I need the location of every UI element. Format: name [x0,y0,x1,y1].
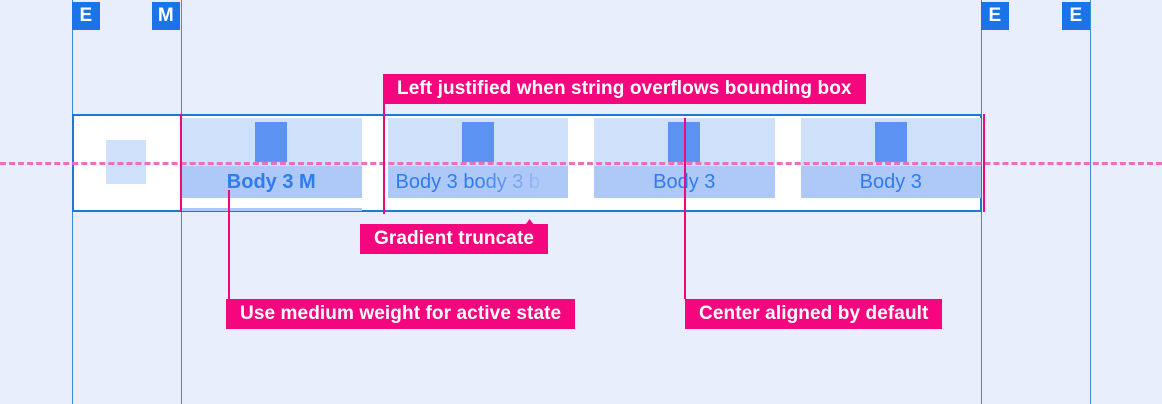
tab-label-band: Body 3 [800,166,981,198]
leader-medium-weight [228,190,230,299]
tab-body-3-m[interactable]: Body 3 M [181,118,362,211]
badge-edge-right-inner: E [981,2,1009,30]
leader-center-aligned [684,118,686,299]
tab-label: Body 3 M [226,171,316,193]
tab-label-band: Body 3 M [181,166,362,198]
tab-label: Body 3 body 3 b [395,171,541,193]
tab-icon-band [387,118,568,166]
badge-edge-right-outer: E [1062,2,1090,30]
callout-gradient-truncate: Gradient truncate [360,219,549,254]
square-icon [255,122,288,162]
tab-active-underline [181,208,362,211]
leader-edge-left [180,114,182,212]
tab-icon-band [181,118,362,166]
callout-center-aligned: Center aligned by default [685,299,943,329]
badge-margin-left: M [152,2,180,30]
callout-medium-weight: Use medium weight for active state [226,299,576,329]
tab-body-3-body-3-b[interactable]: Body 3 body 3 b [387,118,568,208]
tab-label: Body 3 [859,171,922,193]
callout-left-justified: Left justified when string overflows bou… [383,74,866,104]
callout-notch-icon [525,219,535,225]
square-icon [461,122,494,162]
leader-edge-right [983,114,985,212]
tab-label-band: Body 3 body 3 b [387,166,568,198]
leader-left-justified [383,104,385,214]
guide-line-edge-right [1090,0,1091,404]
callout-gradient-truncate-text: Gradient truncate [374,228,535,249]
tab-icon-band [800,118,981,166]
square-icon [874,122,907,162]
badge-edge-left-outer: E [72,2,100,30]
tab-body-3-fourth[interactable]: Body 3 [800,118,981,208]
baseline-guide [0,162,1162,165]
